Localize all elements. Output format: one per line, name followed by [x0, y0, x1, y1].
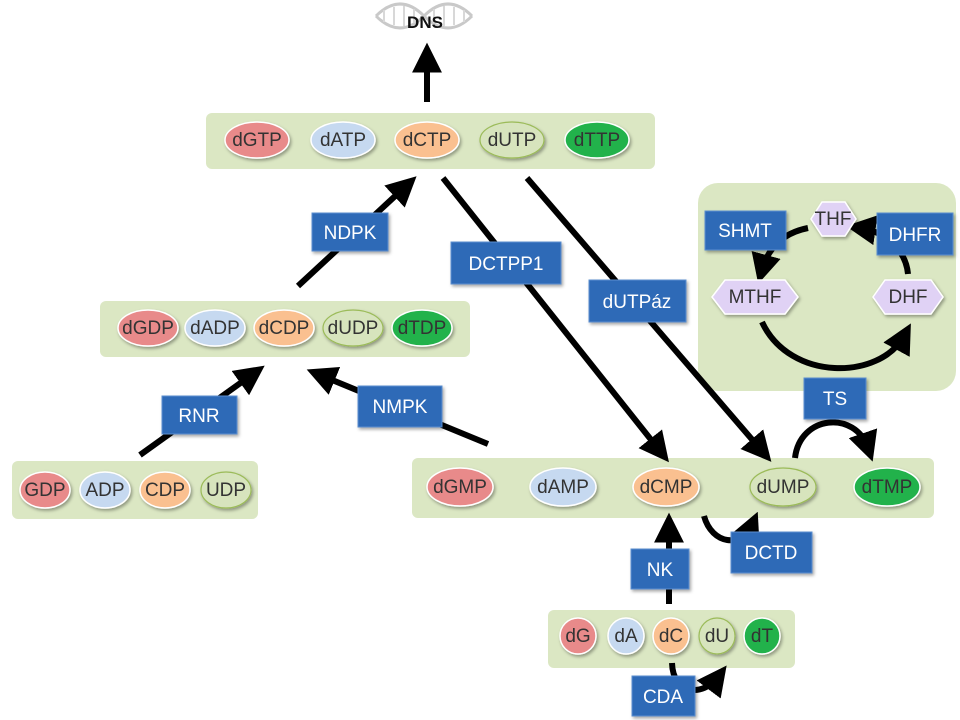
enzyme-dctpp1-box — [450, 241, 562, 285]
dudp-node — [322, 309, 384, 347]
arrow-dcmp-to-dump — [701, 511, 760, 546]
arrow-dctp-to-dcmp — [440, 176, 669, 463]
enzyme-dhfr-box — [876, 212, 954, 256]
dhf-label: DHF — [888, 287, 927, 308]
datp-label: dATP — [320, 130, 366, 151]
damp-label: dAMP — [537, 477, 589, 498]
du-node — [698, 617, 736, 655]
enzyme-cda-label: CDA — [643, 687, 683, 708]
enzyme-ts-box — [803, 377, 867, 420]
enzyme-dutpase-label: dUTPáz — [603, 292, 672, 313]
enzyme-dctpp1-label: DCTPP1 — [469, 254, 544, 275]
dtdp-node — [391, 309, 453, 347]
enzyme-nmpk-label: NMPK — [373, 397, 428, 418]
datp-node — [310, 121, 376, 159]
enzyme-ndpk-box — [311, 212, 389, 252]
dudp-label: dUDP — [328, 318, 379, 339]
enzyme-nk-label: NK — [647, 560, 674, 581]
dgmp-label: dGMP — [433, 477, 487, 498]
dt-node — [743, 617, 781, 655]
du-label: dU — [705, 626, 729, 647]
dt-label: dT — [751, 626, 774, 647]
dgdp-node — [117, 309, 179, 347]
enzyme-dctd-label: DCTD — [745, 543, 798, 564]
dcmp-label: dCMP — [640, 477, 693, 498]
enzyme-rnr-label: RNR — [178, 406, 219, 427]
dctp-label: dCTP — [403, 130, 452, 151]
dttp-label: dTTP — [574, 130, 620, 151]
dcdp-label: dCDP — [259, 318, 310, 339]
dtmp-label: dTMP — [862, 477, 913, 498]
enzyme-ndpk-label: NDPK — [324, 223, 377, 244]
dcdp-node — [253, 309, 315, 347]
gdp-label: GDP — [24, 480, 65, 501]
adp-node — [79, 471, 131, 509]
enzyme-ts-label: TS — [823, 389, 847, 410]
thf-node — [810, 201, 857, 237]
dctp-node — [394, 121, 460, 159]
damp-node — [529, 467, 597, 507]
dttp-node — [564, 121, 630, 159]
dg-node — [559, 617, 597, 655]
enzyme-dhfr-label: DHFR — [889, 225, 942, 246]
dgtp-node — [224, 121, 290, 159]
dadp-label: dADP — [190, 318, 240, 339]
cdp-label: CDP — [145, 480, 185, 501]
dna-helix-icon — [374, 2, 474, 30]
dna-label: DNS — [407, 13, 443, 32]
dhf-node — [872, 279, 944, 315]
dgtp-label: dGTP — [232, 130, 282, 151]
udp-label: UDP — [206, 480, 246, 501]
enzyme-cda-box — [631, 675, 696, 717]
dutp-label: dUTP — [488, 130, 537, 151]
mthf-label: MTHF — [729, 287, 782, 308]
thf-label: THF — [815, 209, 852, 230]
dtdp-label: dTDP — [398, 318, 447, 339]
enzyme-dctd-box — [730, 531, 813, 574]
enzyme-dutpase-box — [588, 279, 687, 323]
da-node — [607, 617, 645, 655]
enzyme-rnr-box — [161, 395, 238, 435]
udp-node — [200, 471, 252, 509]
dutp-node — [479, 121, 545, 159]
arrow-mthf-to-dhf — [759, 320, 911, 372]
dump-node — [749, 467, 817, 507]
dgmp-node — [426, 467, 494, 507]
dg-label: dG — [565, 626, 590, 647]
dadp-node — [184, 309, 246, 347]
cdp-node — [139, 471, 191, 509]
da-label: dA — [614, 626, 638, 647]
mthf-node — [711, 279, 799, 315]
adp-label: ADP — [85, 480, 124, 501]
dcmp-node — [632, 467, 700, 507]
gdp-node — [19, 471, 71, 509]
panel-ndp — [12, 461, 258, 519]
dump-label: dUMP — [757, 477, 810, 498]
dc-label: dC — [659, 626, 683, 647]
enzyme-shmt-box — [704, 210, 787, 251]
dc-node — [652, 617, 690, 655]
arrow-dump-to-dtmp — [792, 419, 878, 462]
enzyme-nk-box — [630, 548, 690, 590]
enzyme-nmpk-box — [357, 385, 443, 428]
dgdp-label: dGDP — [122, 318, 174, 339]
enzyme-shmt-label: SHMT — [718, 221, 772, 242]
dtmp-node — [853, 467, 921, 507]
